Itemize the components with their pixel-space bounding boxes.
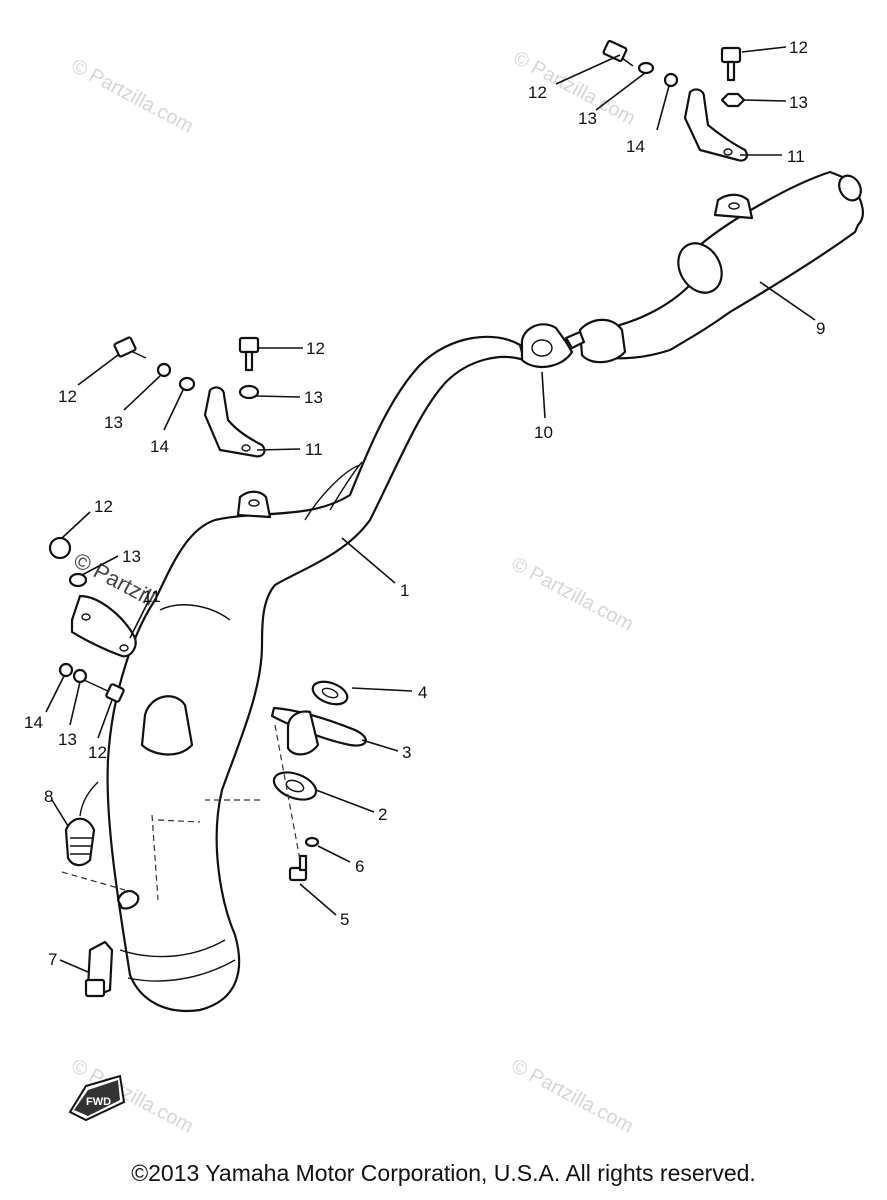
- watermark: © Partzilla.com: [508, 1055, 637, 1138]
- fwd-arrow-icon: FWD: [68, 1074, 126, 1122]
- label-14: 14: [626, 137, 645, 156]
- label-8: 8: [44, 787, 53, 806]
- label-12: 12: [789, 38, 808, 57]
- label-11: 11: [787, 147, 805, 166]
- label-2: 2: [378, 805, 387, 824]
- muffler: [578, 170, 864, 364]
- label-12: 12: [88, 743, 107, 762]
- label-13: 13: [789, 93, 808, 112]
- clamp: [520, 323, 586, 369]
- label-13: 13: [58, 730, 77, 749]
- label-6: 6: [355, 857, 364, 876]
- label-7: 7: [48, 950, 57, 969]
- label-13: 13: [122, 547, 141, 566]
- label-11: 11: [305, 440, 323, 459]
- label-5: 5: [340, 910, 349, 929]
- label-1: 1: [400, 581, 409, 600]
- leader-lines: [45, 46, 816, 973]
- label-13: 13: [578, 109, 597, 128]
- label-12: 12: [528, 83, 547, 102]
- label-14: 14: [24, 713, 43, 732]
- label-11: 11: [143, 587, 161, 606]
- label-4: 4: [418, 683, 427, 702]
- label-14: 14: [150, 437, 169, 456]
- copyright-notice: ©2013 Yamaha Motor Corporation, U.S.A. A…: [131, 1160, 756, 1186]
- label-12: 12: [94, 497, 113, 516]
- watermark: © Partzilla.com: [508, 553, 637, 636]
- label-3: 3: [402, 743, 411, 762]
- fasteners: [48, 39, 746, 703]
- label-10: 10: [534, 423, 553, 442]
- watermark: © Partzilla.com: [68, 55, 197, 138]
- label-13: 13: [304, 388, 323, 407]
- label-12: 12: [306, 339, 325, 358]
- label-12: 12: [58, 387, 77, 406]
- part-labels: 1 2 3 4 5 6 7 8 9 10 11 11 11 12 12 12 1…: [24, 38, 825, 969]
- flange-parts: [61, 680, 367, 998]
- expansion-chamber: [106, 335, 526, 1013]
- label-9: 9: [816, 319, 825, 338]
- label-13: 13: [104, 413, 123, 432]
- brackets: [70, 88, 748, 658]
- fwd-label: FWD: [86, 1096, 111, 1108]
